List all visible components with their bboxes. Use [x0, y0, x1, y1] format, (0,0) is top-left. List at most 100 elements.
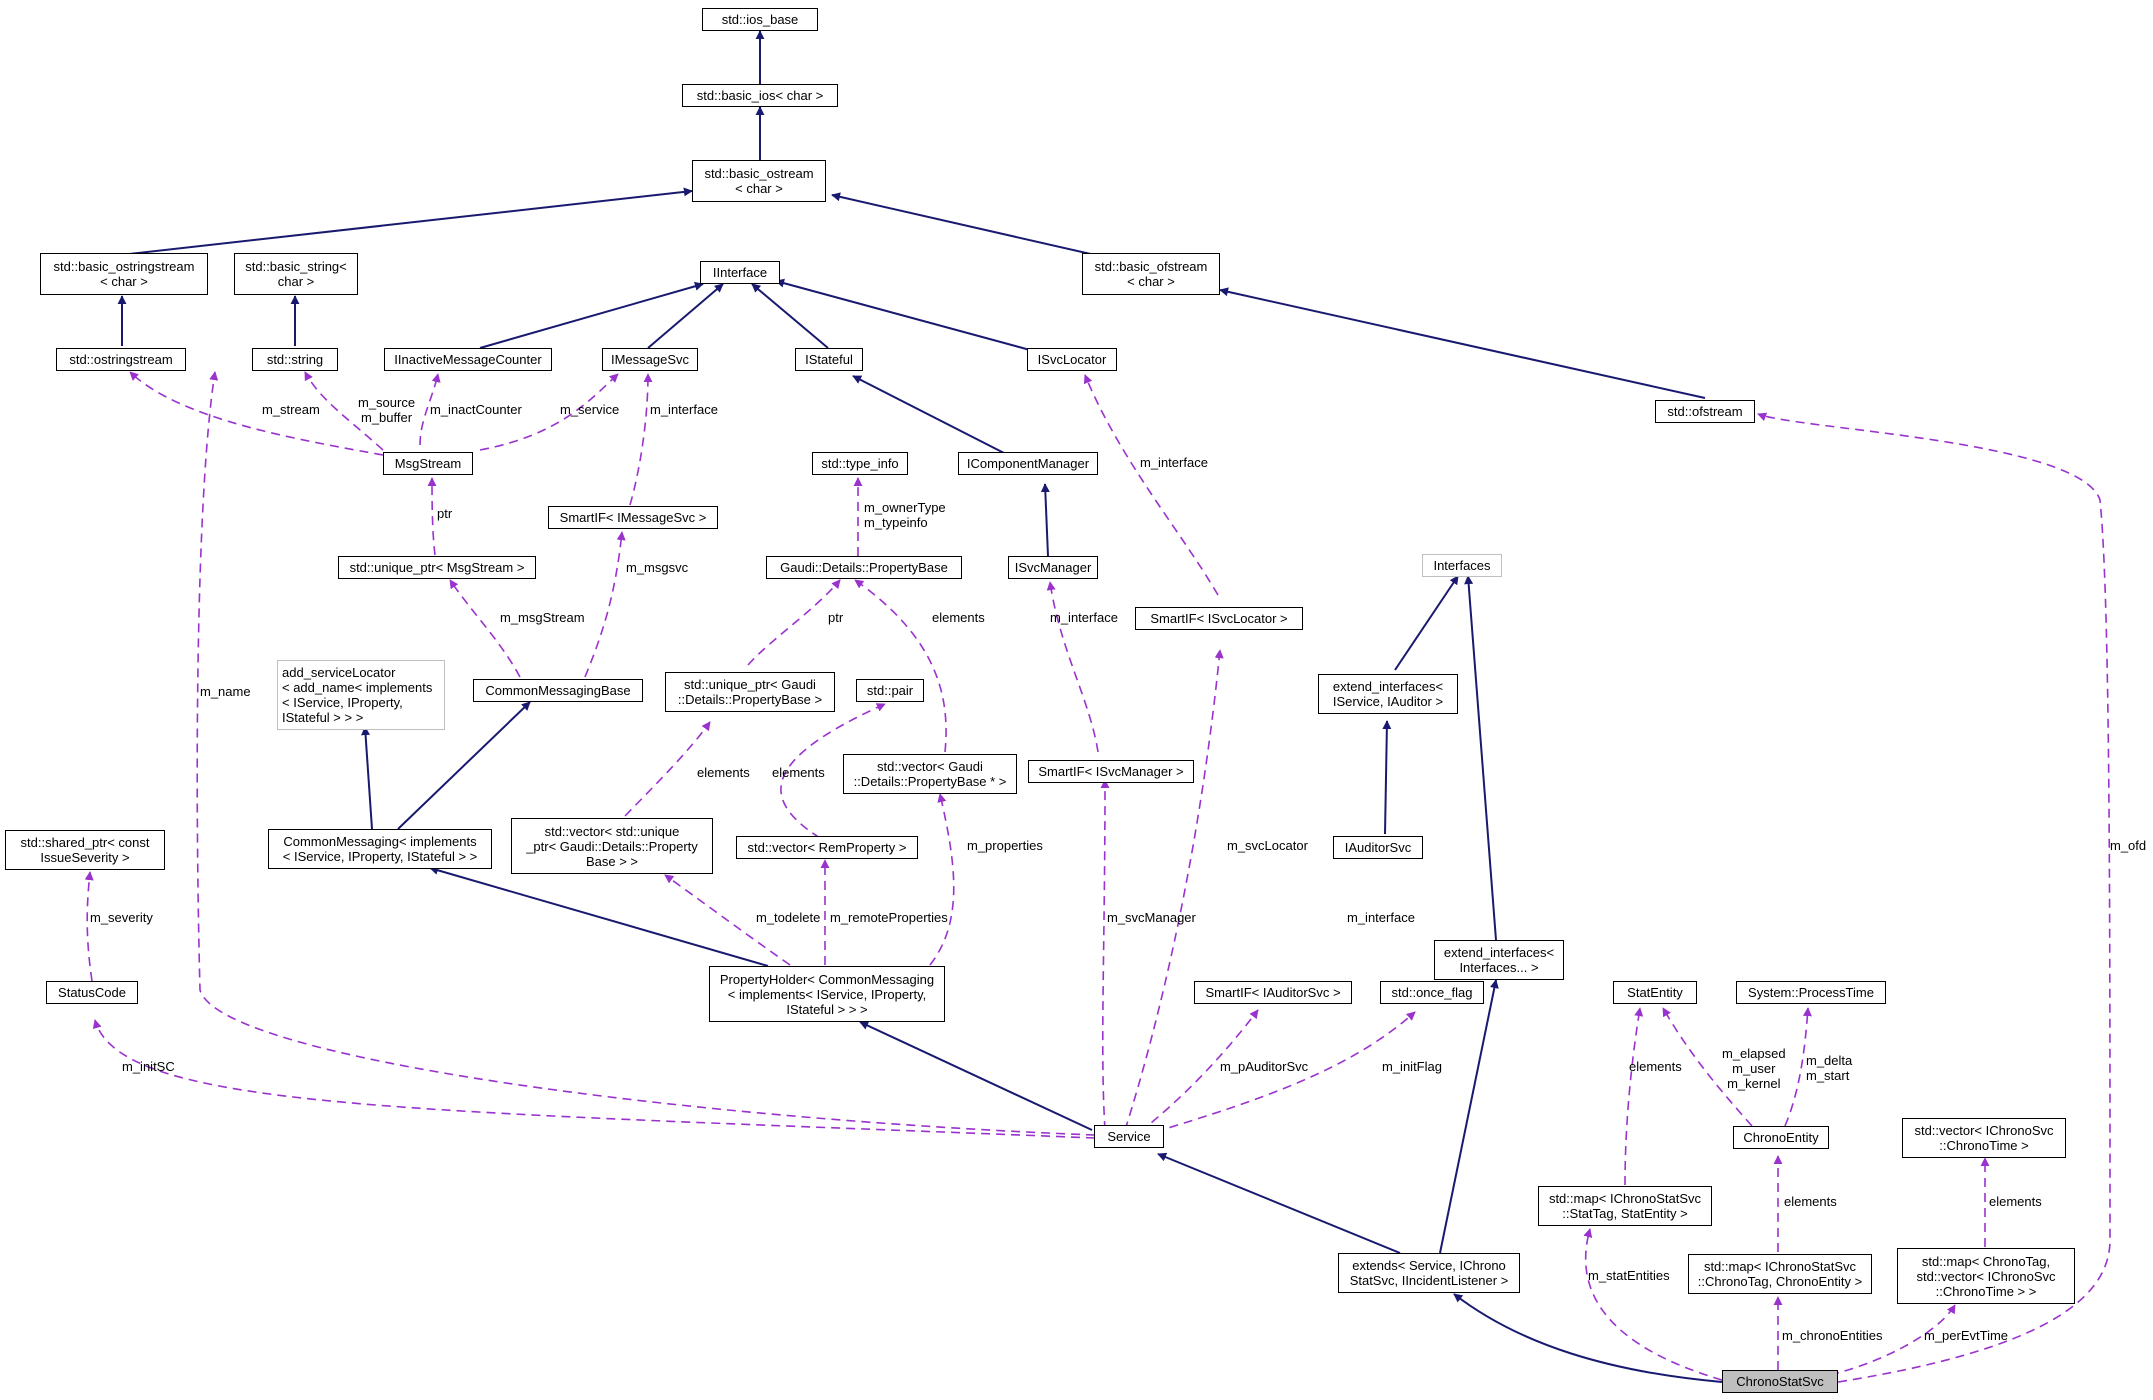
- node-once-flag[interactable]: std::once_flag: [1380, 981, 1484, 1004]
- edge-extends-extendall: [1439, 979, 1499, 1254]
- node-processtime[interactable]: System::ProcessTime: [1736, 981, 1886, 1004]
- label-m-interface-svcmanager: m_interface: [1050, 610, 1118, 625]
- node-ios-base[interactable]: std::ios_base: [702, 8, 818, 31]
- node-unique-ptr-propertybase[interactable]: std::unique_ptr< Gaudi ::Details::Proper…: [665, 672, 835, 712]
- label-m-properties: m_properties: [967, 838, 1043, 853]
- node-smartif-imessagesvc[interactable]: SmartIF< IMessageSvc >: [548, 506, 718, 529]
- edge-icomponentmanager-istateful: [852, 375, 1005, 454]
- node-smartif-isvclocator[interactable]: SmartIF< ISvcLocator >: [1135, 607, 1303, 630]
- edge-service-smartifsvcmgr: [1100, 779, 1110, 1131]
- label-m-ofd: m_ofd: [2110, 838, 2147, 853]
- label-m-interface-msgsvc: m_interface: [650, 402, 718, 417]
- edge-smartifsvcloc-isvclocator: [1083, 374, 1219, 596]
- edge-service-statuscode: [92, 1019, 1096, 1139]
- node-map-perevt[interactable]: std::map< ChronoTag, std::vector< IChron…: [1897, 1248, 2075, 1304]
- label-m-todelete: m_todelete: [756, 910, 821, 925]
- node-map-chronotag[interactable]: std::map< IChronoStatSvc ::ChronoTag, Ch…: [1688, 1254, 1872, 1294]
- label-m-chronoentities: m_chronoEntities: [1782, 1328, 1883, 1343]
- node-map-stattag[interactable]: std::map< IChronoStatSvc ::StatTag, Stat…: [1538, 1186, 1712, 1226]
- label-m-severity: m_severity: [90, 910, 153, 925]
- node-smartif-iauditorsvc[interactable]: SmartIF< IAuditorSvc >: [1194, 981, 1352, 1004]
- label-elements-unique-ptr: elements: [697, 765, 750, 780]
- label-m-delta-start: m_delta m_start: [1806, 1053, 1853, 1083]
- edge-smartifsvcmgr-isvcmanager: [1046, 581, 1099, 753]
- node-pair[interactable]: std::pair: [856, 679, 924, 702]
- node-interfaces[interactable]: Interfaces: [1422, 554, 1502, 577]
- edge-imessagesvc-iinterface: [647, 283, 724, 349]
- node-icomponentmanager[interactable]: IComponentManager: [958, 452, 1098, 475]
- node-vector-remproperty[interactable]: std::vector< RemProperty >: [736, 836, 918, 859]
- edge-commonmessaging-addsvclocator: [361, 726, 373, 830]
- label-m-elapsed-user-kernel: m_elapsed m_user m_kernel: [1722, 1046, 1786, 1091]
- node-statuscode[interactable]: StatusCode: [46, 981, 138, 1004]
- edge-service-onceflag: [1154, 1011, 1416, 1133]
- edge-iauditorsvc-extendaud: [1382, 720, 1392, 835]
- node-extend-interfaces-all[interactable]: extend_interfaces< Interfaces... >: [1434, 940, 1564, 980]
- node-istateful[interactable]: IStateful: [795, 348, 863, 371]
- node-basic-ios[interactable]: std::basic_ios< char >: [682, 84, 838, 107]
- node-msgstream[interactable]: MsgStream: [383, 452, 473, 475]
- edge-ofstream-basicofstream: [1219, 287, 1706, 399]
- label-m-interface-svclocator: m_interface: [1140, 455, 1208, 470]
- node-statentity[interactable]: StatEntity: [1613, 981, 1697, 1004]
- node-unique-ptr-msgstream[interactable]: std::unique_ptr< MsgStream >: [338, 556, 536, 579]
- node-type-info[interactable]: std::type_info: [812, 452, 908, 475]
- node-ofstream[interactable]: std::ofstream: [1655, 400, 1755, 423]
- edge-msgstream-imessagesvc: [479, 373, 619, 451]
- node-ostringstream[interactable]: std::ostringstream: [56, 348, 186, 371]
- edge-smartifmsgsvc-imessagesvc: [629, 373, 653, 506]
- edge-service-smartifsvcloc: [1124, 649, 1224, 1131]
- node-iinactivemessagecounter[interactable]: IInactiveMessageCounter: [384, 348, 552, 371]
- node-vector-propertybase[interactable]: std::vector< Gaudi ::Details::PropertyBa…: [843, 754, 1017, 794]
- edge-vectorrem-pair: [780, 703, 886, 839]
- node-imessagesvc[interactable]: IMessageSvc: [602, 348, 698, 371]
- edge-service-propertyholder: [859, 1021, 1093, 1131]
- label-m-msgstream: m_msgStream: [500, 610, 585, 625]
- edge-chronoentity-processtime: [1784, 1007, 1812, 1127]
- node-isvcmanager[interactable]: ISvcManager: [1008, 556, 1098, 579]
- node-propertyholder[interactable]: PropertyHolder< CommonMessaging < implem…: [709, 966, 945, 1022]
- label-m-interface-auditorsvc: m_interface: [1347, 910, 1415, 925]
- node-commonmessagingbase[interactable]: CommonMessagingBase: [473, 679, 643, 702]
- edge-chronoentity-statentity: [1662, 1007, 1753, 1127]
- node-service[interactable]: Service: [1094, 1125, 1164, 1148]
- node-shared-ptr-severity[interactable]: std::shared_ptr< const IssueSeverity >: [5, 830, 165, 870]
- node-basic-ofstream[interactable]: std::basic_ofstream < char >: [1082, 253, 1220, 295]
- edge-iinactive-iinterface: [479, 281, 704, 349]
- edge-propertyholder-commonmessaging: [429, 865, 769, 967]
- node-vector-unique-ptr[interactable]: std::vector< std::unique _ptr< Gaudi::De…: [511, 818, 713, 874]
- edge-vectorunique-uniqueptrprop: [624, 721, 711, 817]
- node-vector-chronotime[interactable]: std::vector< IChronoSvc ::ChronoTime >: [1902, 1118, 2066, 1158]
- node-isvclocator[interactable]: ISvcLocator: [1027, 348, 1117, 371]
- label-elements-statentity: elements: [1629, 1059, 1682, 1074]
- label-ptr-msgstream: ptr: [437, 506, 453, 521]
- label-elements-propbase: elements: [932, 610, 985, 625]
- edge-extendaud-interfaces: [1394, 575, 1459, 671]
- edge-extendall-interfaces: [1464, 575, 1497, 941]
- label-elements-chronotime: elements: [1989, 1194, 2042, 1209]
- node-commonmessaging[interactable]: CommonMessaging< implements < IService, …: [268, 829, 492, 869]
- edge-cmb-uniqueptrmsg: [449, 579, 521, 678]
- node-basic-ostream[interactable]: std::basic_ostream < char >: [692, 160, 826, 202]
- node-basic-string[interactable]: std::basic_string< char >: [234, 253, 358, 295]
- node-add-servicelocator[interactable]: add_serviceLocator < add_name< implement…: [277, 660, 445, 730]
- edge-propertyholder-vectorunique: [664, 874, 791, 966]
- label-m-perevttime: m_perEvtTime: [1924, 1328, 2009, 1343]
- node-chronoentity[interactable]: ChronoEntity: [1733, 1126, 1829, 1149]
- edge-cmb-smartifmsgsvc: [584, 531, 626, 678]
- node-extend-interfaces-auditor[interactable]: extend_interfaces< IService, IAuditor >: [1318, 674, 1458, 714]
- node-extends[interactable]: extends< Service, IChrono StatSvc, IInci…: [1338, 1253, 1520, 1293]
- node-chronostatsvc[interactable]: ChronoStatSvc: [1722, 1370, 1838, 1393]
- edge-service-smartifaud: [1139, 1009, 1259, 1133]
- node-string[interactable]: std::string: [252, 348, 338, 371]
- node-propertybase[interactable]: Gaudi::Details::PropertyBase: [766, 556, 962, 579]
- node-iauditorsvc[interactable]: IAuditorSvc: [1333, 836, 1423, 859]
- edge-vectorpropbase-propbase: [854, 579, 947, 753]
- edge-chronostatsvc-mapstat: [1583, 1228, 1723, 1381]
- node-iinterface[interactable]: IInterface: [700, 261, 780, 284]
- node-basic-ostringstream[interactable]: std::basic_ostringstream < char >: [40, 253, 208, 295]
- edge-msgstream-ostringstream: [129, 371, 384, 456]
- edge-statuscode-sharedptr: [84, 871, 94, 982]
- label-m-msgsvc: m_msgsvc: [626, 560, 689, 575]
- node-smartif-isvcmanager[interactable]: SmartIF< ISvcManager >: [1028, 760, 1194, 783]
